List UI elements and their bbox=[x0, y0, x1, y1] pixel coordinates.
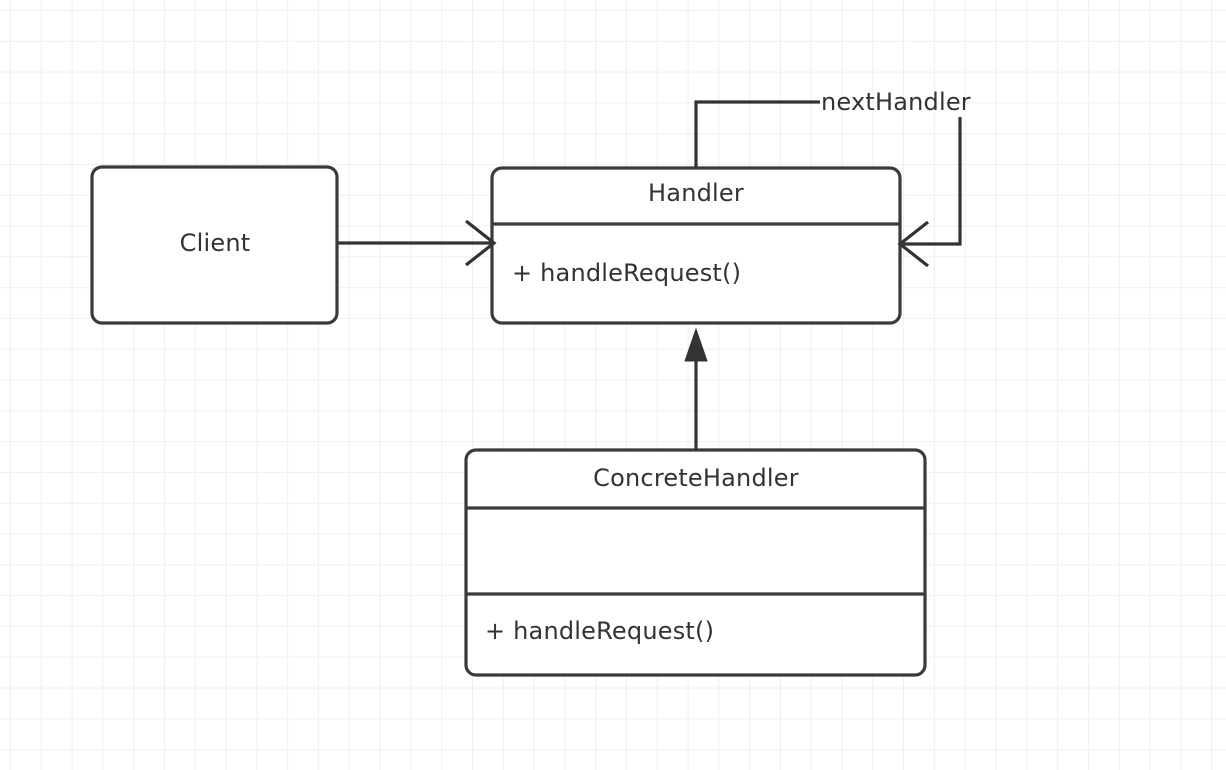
client-box[interactable] bbox=[90, 165, 339, 325]
concrete-handler-title-label: ConcreteHandler bbox=[593, 464, 799, 492]
edge-client-to-handler[interactable] bbox=[337, 219, 497, 267]
class-node-concrete-handler[interactable]: ConcreteHandler + handleRequest() bbox=[464, 448, 927, 677]
edge-concrete-handler-generalization[interactable] bbox=[684, 327, 708, 450]
next-handler-arrowhead-icon bbox=[897, 220, 929, 268]
client-title-label: Client bbox=[180, 229, 251, 257]
handler-method-label-1: + handleRequest() bbox=[512, 259, 741, 287]
generalization-triangle-icon bbox=[684, 327, 708, 362]
concrete-handler-method-label-1: + handleRequest() bbox=[485, 617, 714, 645]
next-handler-line-segment-left bbox=[694, 100, 820, 168]
edge-handler-self-association[interactable]: nextHandler bbox=[694, 88, 971, 268]
client-to-handler-arrowhead-icon bbox=[465, 219, 497, 267]
class-node-handler[interactable]: Handler + handleRequest() bbox=[490, 166, 902, 325]
next-handler-edge-label: nextHandler bbox=[821, 88, 971, 116]
class-node-client[interactable]: Client bbox=[90, 165, 339, 325]
next-handler-line-segment-right bbox=[903, 117, 962, 246]
handler-title-label: Handler bbox=[648, 179, 744, 207]
